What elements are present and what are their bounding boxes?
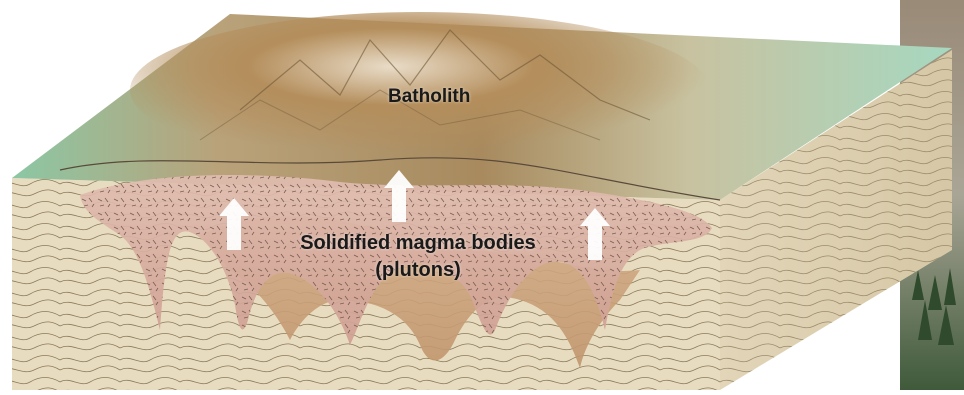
plutons-label: Solidified magma bodies (plutons) [258, 230, 578, 284]
batholith-label: Batholith [388, 86, 470, 108]
plutons-label-line1: Solidified magma bodies [258, 230, 578, 257]
plutons-label-line2: (plutons) [258, 257, 578, 284]
